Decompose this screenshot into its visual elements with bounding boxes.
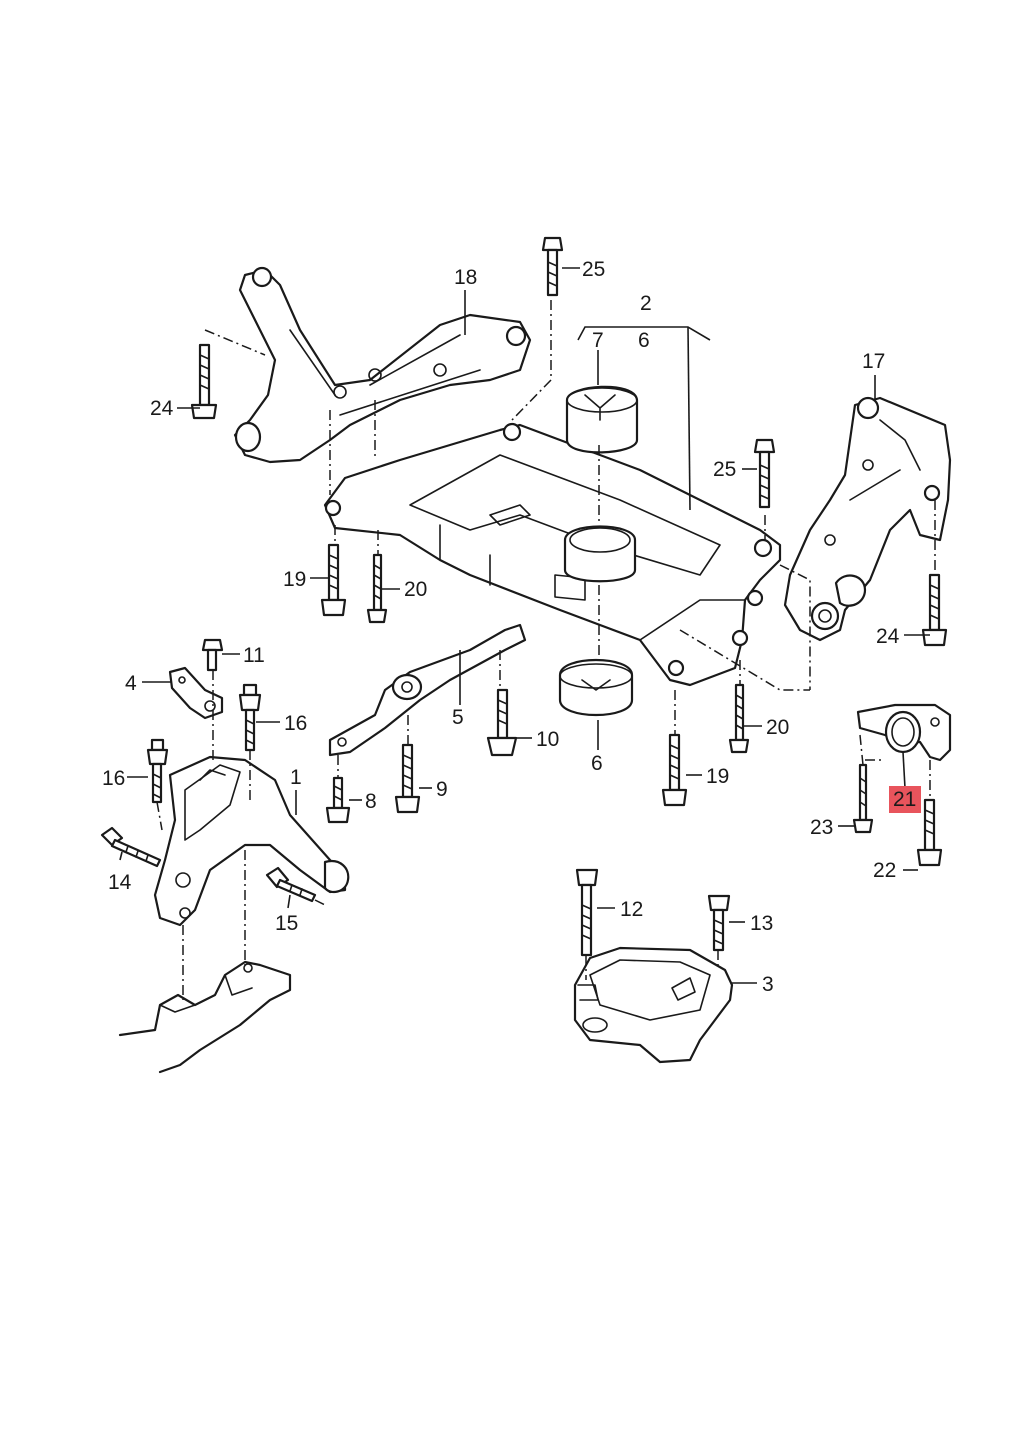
bolt-9 — [394, 743, 421, 814]
callout-6-bottom: 6 — [591, 752, 603, 775]
subframe — [323, 422, 782, 687]
callout-6-top: 6 — [638, 329, 650, 352]
callout-labels: 2 6 7 25 18 24 17 25 19 20 24 11 4 16 5 … — [102, 258, 916, 996]
body-floor-section — [118, 960, 292, 1074]
callout-16-left: 16 — [102, 767, 125, 790]
bolt-14 — [100, 826, 162, 868]
bolt-12 — [575, 868, 599, 957]
callout-24-left: 24 — [150, 397, 174, 420]
bolt-10 — [486, 688, 518, 757]
callout-22: 22 — [873, 859, 896, 882]
mount-bushing-center — [563, 525, 637, 583]
bolt-16-left — [146, 738, 169, 804]
callout-18: 18 — [454, 266, 477, 289]
callout-9: 9 — [436, 778, 448, 801]
callout-15: 15 — [275, 912, 298, 935]
bolt-19-right — [661, 733, 688, 807]
callout-2: 2 — [640, 292, 652, 315]
bolt-19-left — [320, 543, 347, 617]
callout-19-left: 19 — [283, 568, 306, 591]
callout-10: 10 — [536, 728, 559, 751]
bolt-8 — [325, 776, 351, 824]
bolt-16-upper — [238, 683, 262, 752]
bolt-11 — [201, 638, 224, 672]
torque-rod — [328, 623, 527, 757]
callout-14: 14 — [108, 871, 132, 894]
front-right-bracket — [783, 396, 952, 642]
front-left-bracket — [233, 266, 532, 464]
small-bracket — [168, 666, 224, 720]
transmission-mount — [573, 946, 734, 1064]
callout-1: 1 — [290, 766, 302, 789]
callout-3: 3 — [762, 973, 774, 996]
leader-lines — [119, 267, 930, 984]
callout-19-right: 19 — [706, 765, 729, 788]
callout-13: 13 — [750, 912, 773, 935]
callout-20-right: 20 — [766, 716, 789, 739]
bolt-24-left — [190, 343, 218, 420]
callout-8: 8 — [365, 790, 377, 813]
assembly-center-lines — [156, 300, 936, 1000]
bolt-24-right — [921, 573, 948, 647]
bolt-23 — [852, 763, 874, 834]
callout-4: 4 — [125, 672, 137, 695]
callout-21: 21 — [893, 788, 916, 811]
bolt-25-upper — [541, 236, 564, 297]
bolt-15 — [265, 866, 317, 903]
bolt-22 — [916, 798, 943, 867]
callout-25-upper: 25 — [582, 258, 605, 281]
bolt-25-right — [753, 438, 776, 509]
mount-bushing-lower — [558, 659, 634, 716]
highlight-box-21 — [889, 786, 921, 813]
bushing-part-21 — [856, 703, 952, 762]
callout-16-upper: 16 — [284, 712, 307, 735]
bolt-20-right — [728, 683, 750, 754]
callout-20-left: 20 — [404, 578, 427, 601]
mount-bushing-upper — [565, 385, 639, 454]
callout-11: 11 — [243, 644, 265, 667]
callout-25-right: 25 — [713, 458, 736, 481]
callout-5: 5 — [452, 706, 464, 729]
callout-23: 23 — [810, 816, 833, 839]
callout-12: 12 — [620, 898, 643, 921]
callout-24-right: 24 — [876, 625, 900, 648]
engine-mount — [153, 755, 350, 927]
bolt-13 — [707, 894, 731, 952]
callout-17: 17 — [862, 350, 885, 373]
callout-7: 7 — [592, 329, 604, 352]
